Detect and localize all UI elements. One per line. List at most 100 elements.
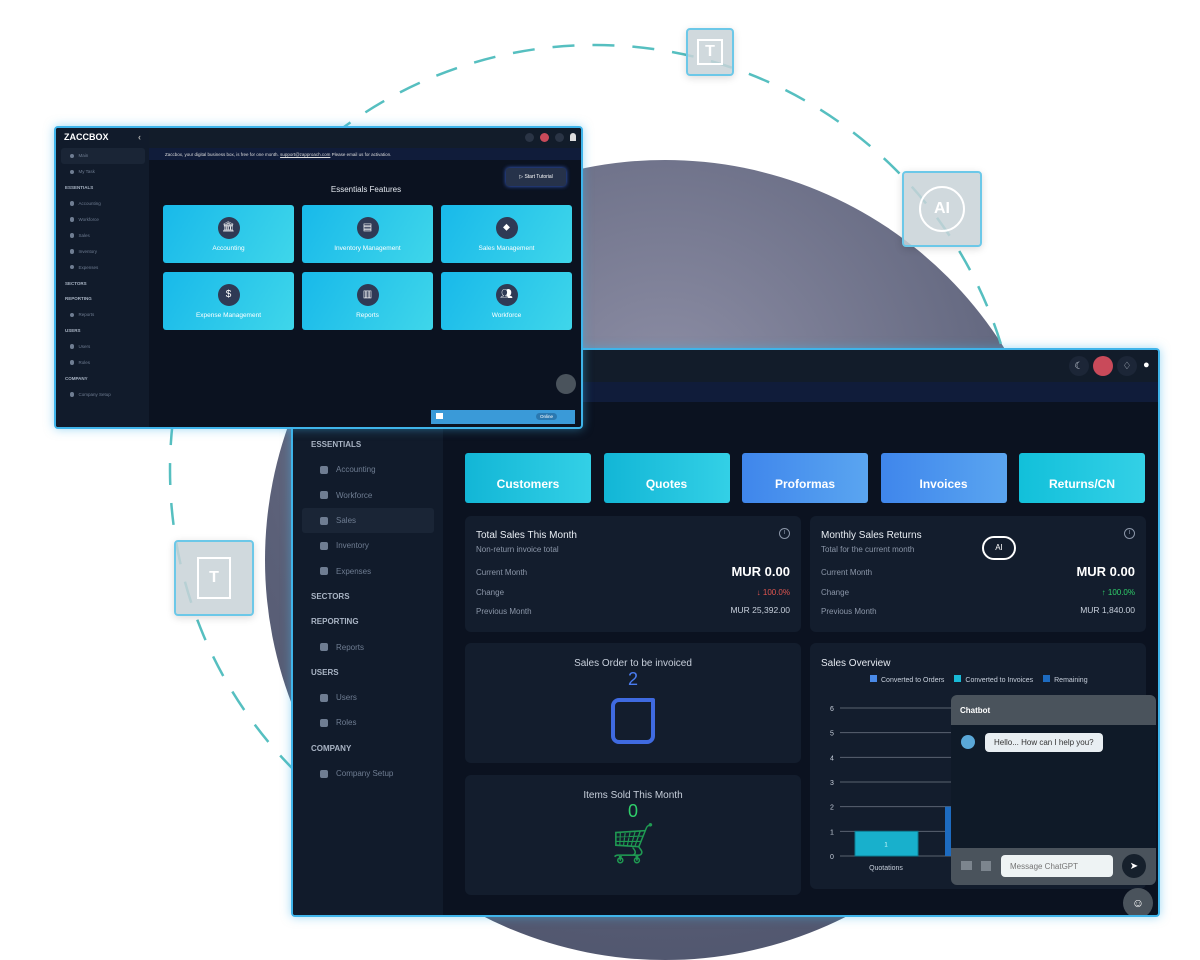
change-label: Change xyxy=(476,588,505,597)
card-value: 2 xyxy=(627,669,638,689)
sidebar-item-sales[interactable]: Sales xyxy=(61,227,145,243)
sidebar-item-workforce[interactable]: Workforce xyxy=(61,212,145,228)
sidebar-item-roles[interactable]: Roles xyxy=(61,355,145,371)
us-flag-icon[interactable] xyxy=(1093,356,1113,376)
banner-text: Zaccbox, your digital business box, is f… xyxy=(165,152,281,157)
start-tutorial-button[interactable]: ▷ Start Tutorial xyxy=(506,168,566,186)
sidebar-item-roles[interactable]: Roles xyxy=(302,710,434,735)
dark-mode-icon[interactable]: ☾ xyxy=(1069,356,1089,376)
sidebar-label: Reports xyxy=(78,312,95,318)
legend-item[interactable]: Remaining xyxy=(1043,675,1088,684)
quick-button-customers[interactable]: Customers xyxy=(465,453,591,503)
text-recognition-icon: T xyxy=(686,28,734,76)
sidebar-item-my-task[interactable]: My Task xyxy=(61,164,145,180)
sidebar-item-main[interactable]: Main xyxy=(60,148,145,164)
quick-button-proformas[interactable]: Proformas xyxy=(742,453,868,503)
legend-item[interactable]: Converted to Orders xyxy=(870,675,944,684)
sidebar-icon xyxy=(69,312,74,318)
us-flag-icon[interactable] xyxy=(540,133,549,142)
sidebar-item-reports[interactable]: Reports xyxy=(61,307,145,323)
sidebar-item-inventory[interactable]: Inventory xyxy=(61,243,145,259)
user-icon[interactable]: ● xyxy=(1143,359,1150,371)
tile-icon: 🏛︎ xyxy=(217,216,240,239)
logo: ZACCBOX‹ xyxy=(56,128,149,148)
sidebar-item-company-setup[interactable]: Company Setup xyxy=(302,761,434,786)
send-button[interactable]: ➤ xyxy=(1122,854,1146,878)
dark-mode-icon[interactable] xyxy=(525,133,534,142)
sidebar-item-expenses[interactable]: Expenses xyxy=(61,259,145,275)
sidebar-item-accounting[interactable]: Accounting xyxy=(302,457,434,482)
previous-month-label: Previous Month xyxy=(476,607,532,616)
sidebar-label: Workforce xyxy=(336,490,373,500)
sales-returns-card: Monthly Sales Returns i Total for the cu… xyxy=(810,516,1146,632)
sidebar-section: REPORTING xyxy=(293,609,443,634)
chart-title: Sales Overview xyxy=(821,658,891,669)
user-icon[interactable] xyxy=(570,133,576,141)
sidebar-item-expenses[interactable]: Expenses xyxy=(302,558,434,583)
sidebar-item-sales[interactable]: Sales xyxy=(302,507,434,534)
sidebar-label: Roles xyxy=(336,718,357,728)
sidebar-icon xyxy=(320,516,328,525)
current-month-value: MUR 0.00 xyxy=(1076,564,1135,579)
tile-label: Inventory Management xyxy=(334,244,401,252)
sidebar-label: Accounting xyxy=(78,201,101,207)
sidebar-item-company-setup[interactable]: Company Setup xyxy=(61,386,145,402)
quick-button-returns-cn[interactable]: Returns/CN xyxy=(1019,453,1145,503)
current-month-value: MUR 0.00 xyxy=(731,564,790,579)
chat-message-input[interactable] xyxy=(1001,855,1113,877)
sales-order-card: Sales Order to be invoiced 2 xyxy=(465,643,801,763)
bell-icon[interactable] xyxy=(555,133,564,142)
feature-tile-expense-management[interactable]: $Expense Management xyxy=(163,272,294,330)
legend-item[interactable]: Converted to Invoices xyxy=(954,675,1033,684)
change-value: ↑ 100.0% xyxy=(1101,588,1135,597)
sidebar-icon xyxy=(320,693,328,702)
bot-message: Hello... How can I help you? xyxy=(985,733,1103,752)
sidebar-icon xyxy=(320,491,328,500)
sidebar-icon xyxy=(69,153,74,159)
sidebar-item-workforce[interactable]: Workforce xyxy=(302,483,434,508)
banner-tail: Please email us for activation. xyxy=(330,152,392,157)
sidebar-item-users[interactable]: Users xyxy=(302,685,434,710)
sidebar-item-inventory[interactable]: Inventory xyxy=(302,533,434,558)
sidebar-label: Expenses xyxy=(336,566,372,576)
info-icon[interactable]: i xyxy=(1124,528,1135,539)
sidebar-item-users[interactable]: Users xyxy=(61,339,145,355)
sidebar-item-accounting[interactable]: Accounting xyxy=(61,196,145,212)
chat-widget-bar[interactable]: Online xyxy=(431,410,575,424)
document-icon xyxy=(611,698,655,744)
info-icon[interactable]: i xyxy=(779,528,790,539)
feature-tile-reports[interactable]: ▥Reports xyxy=(302,272,433,330)
sidebar-section: COMPANY xyxy=(293,736,443,761)
legend-swatch xyxy=(870,675,877,682)
sidebar-icon xyxy=(69,217,74,222)
bell-icon[interactable]: ♢ xyxy=(1117,356,1137,376)
chatbot-toggle-button[interactable] xyxy=(556,374,576,394)
quick-button-quotes[interactable]: Quotes xyxy=(603,453,730,503)
ai-glyph: AI xyxy=(919,186,965,232)
sidebar-label: ESSENTIALS xyxy=(65,185,94,191)
image-icon[interactable] xyxy=(961,861,972,870)
tile-icon: $ xyxy=(217,283,240,306)
attach-icon[interactable] xyxy=(981,861,991,871)
feature-tile-sales-management[interactable]: ⬥Sales Management xyxy=(441,205,572,263)
feature-tile-inventory-management[interactable]: ▤Inventory Management xyxy=(302,205,433,263)
change-label: Change xyxy=(821,588,850,597)
sidebar-item-reports[interactable]: Reports xyxy=(302,634,434,659)
support-email-link[interactable]: support@zapproach.com xyxy=(280,152,331,157)
items-sold-card: Items Sold This Month 0 🛒︎ xyxy=(465,775,801,895)
chatbot-toggle-button[interactable]: ☺ xyxy=(1123,888,1153,915)
sidebar-label: ESSENTIALS xyxy=(311,440,362,450)
current-month-label: Current Month xyxy=(476,568,528,577)
banner: Zaccbox, your digital business box, is f… xyxy=(149,148,581,160)
chatbot-title: Chatbot xyxy=(951,695,1156,725)
feature-tile-accounting[interactable]: 🏛︎Accounting xyxy=(163,205,294,263)
sidebar-label: REPORTING xyxy=(65,296,92,302)
sidebar-section: ESSENTIALS xyxy=(293,432,443,457)
quick-button-invoices[interactable]: Invoices xyxy=(880,453,1007,503)
bar-data-label: 1 xyxy=(884,843,888,849)
collapse-sidebar-button[interactable]: ‹ xyxy=(138,132,141,142)
feature-tile-workforce[interactable]: 👥︎Workforce xyxy=(441,272,572,330)
tile-label: Reports xyxy=(356,311,379,319)
sidebar-section: USERS xyxy=(56,323,149,339)
